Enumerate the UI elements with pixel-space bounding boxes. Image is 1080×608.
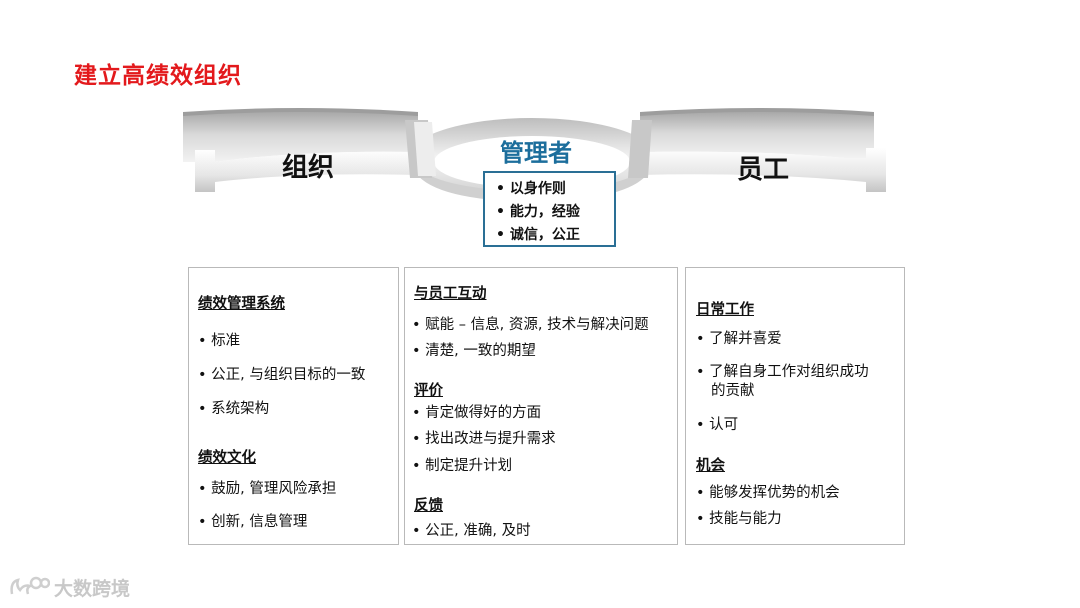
watermark: 大数跨境 bbox=[8, 573, 130, 601]
manager-trait: • 诚信，公正 bbox=[496, 224, 614, 247]
panel-heading: 绩效文化 bbox=[198, 446, 256, 467]
panel-heading: 与员工互动 bbox=[414, 282, 487, 303]
manager-trait: • 以身作则 bbox=[496, 178, 614, 201]
org-label: 组织 bbox=[282, 147, 334, 184]
list-item: • 创新, 信息管理 bbox=[198, 513, 307, 531]
list-item: • 了解并喜爱 bbox=[696, 330, 782, 348]
panel-heading: 机会 bbox=[696, 454, 725, 475]
manager-traits-box: • 以身作则 • 能力，经验 • 诚信，公正 bbox=[483, 171, 616, 247]
employee-panel: 日常工作 • 了解并喜爱 • 了解自身工作对组织成功 的贡献 • 认可 机会 •… bbox=[685, 267, 905, 545]
panel-heading: 绩效管理系统 bbox=[198, 292, 285, 313]
list-item: • 能够发挥优势的机会 bbox=[696, 484, 840, 502]
list-item: • 鼓励, 管理风险承担 bbox=[198, 480, 336, 498]
list-item: • 赋能 – 信息, 资源, 技术与解决问题 bbox=[412, 316, 649, 334]
list-item: • 公正, 与组织目标的一致 bbox=[198, 366, 365, 384]
list-item-continuation: 的贡献 bbox=[711, 382, 755, 400]
list-item: • 了解自身工作对组织成功 bbox=[696, 363, 869, 381]
panel-heading: 反馈 bbox=[414, 494, 443, 515]
manager-trait: • 能力，经验 bbox=[496, 201, 614, 224]
panel-heading: 日常工作 bbox=[696, 298, 754, 319]
list-item: • 肯定做得好的方面 bbox=[412, 404, 541, 422]
watermark-text: 大数跨境 bbox=[54, 574, 130, 601]
list-item: • 认可 bbox=[696, 416, 738, 434]
list-item: • 制定提升计划 bbox=[412, 457, 512, 475]
list-item: • 找出改进与提升需求 bbox=[412, 430, 556, 448]
employee-label: 员工 bbox=[737, 149, 789, 186]
panel-heading: 评价 bbox=[414, 379, 443, 400]
org-panel: 绩效管理系统 • 标准 • 公正, 与组织目标的一致 • 系统架构 绩效文化 •… bbox=[188, 267, 399, 545]
watermark-logo-icon bbox=[8, 574, 50, 600]
manager-label: 管理者 bbox=[500, 133, 572, 168]
manager-panel: 与员工互动 • 赋能 – 信息, 资源, 技术与解决问题 • 清楚, 一致的期望… bbox=[404, 267, 678, 545]
list-item: • 标准 bbox=[198, 332, 240, 350]
list-item: • 公正, 准确, 及时 bbox=[412, 522, 531, 540]
list-item: • 清楚, 一致的期望 bbox=[412, 342, 536, 360]
list-item: • 系统架构 bbox=[198, 400, 269, 418]
list-item: • 技能与能力 bbox=[696, 510, 782, 528]
